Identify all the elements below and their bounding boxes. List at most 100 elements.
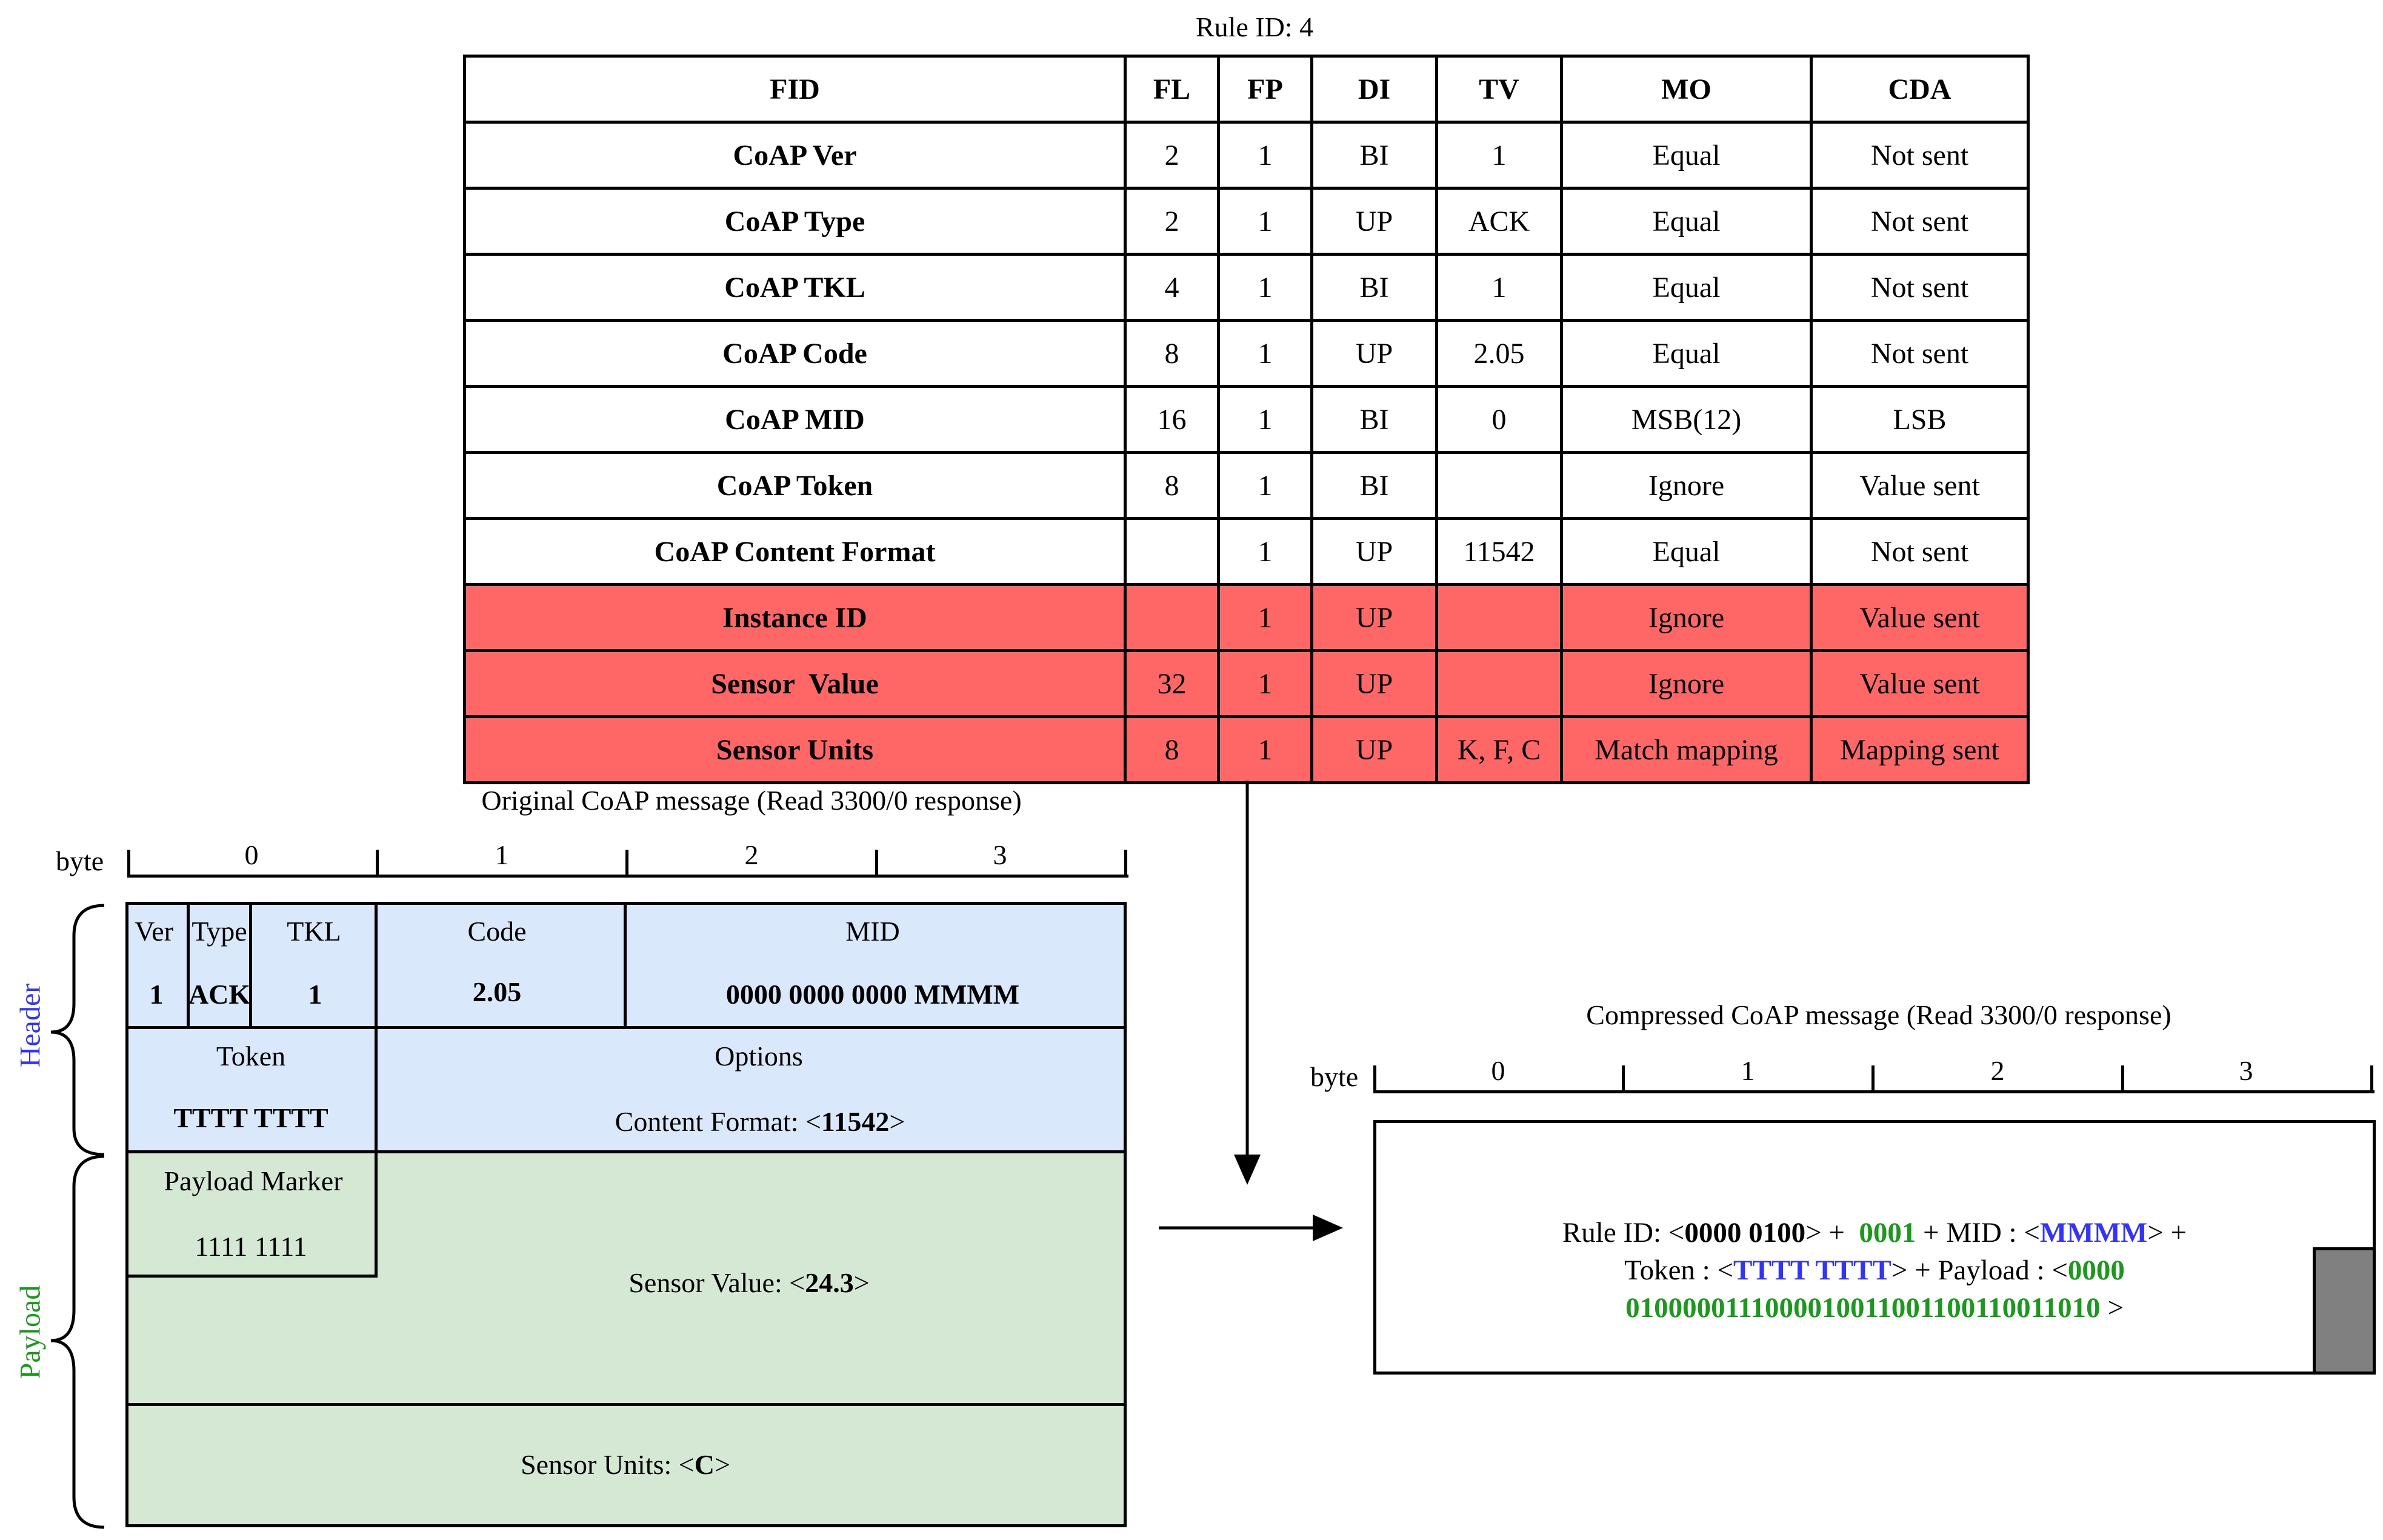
tkl-label: TKL [287,916,341,947]
header-brace [50,904,105,1156]
cell-fid: Sensor Units [463,715,1127,784]
cell-di: BI [1310,385,1438,454]
cell-cda: Not sent [1810,187,2030,256]
table-row-highlighted: Sensor Units 8 1 UP K, F, C Match mappin… [463,715,2030,784]
header-tv: TV [1435,55,1563,124]
token-value: TTTT TTTT [173,1102,328,1133]
cell-cda: Value sent [1810,451,2030,520]
ver-field [125,902,190,1029]
payload-marker-label: Payload Marker [164,1165,343,1196]
code-label: Code [467,916,527,947]
cell-di: BI [1310,451,1438,520]
cell-di: UP [1310,319,1438,388]
compressed-title: Compressed CoAP message (Read 3300/0 res… [1586,999,2171,1030]
compressed-line-3: 0100000111000010011001100110011010 > [1625,1292,2124,1324]
options-label: Options [715,1041,803,1072]
sensor-value: Sensor Value: <24.3> [628,1267,870,1298]
compressed-mid: MMMM [2039,1217,2148,1248]
byte-tick: 1 [495,839,509,870]
down-arrow-head [1234,1155,1261,1185]
type-value: ACK [188,979,251,1010]
cell-fl [1124,583,1220,652]
cell-fid: Sensor Value [463,649,1127,718]
cell-mo: Ignore [1560,451,1813,520]
payload-marker-field [125,1150,378,1278]
cell-di: UP [1310,187,1438,256]
mid-label: MID [845,916,900,947]
table-row: CoAP Token 8 1 BI Ignore Value sent [463,451,2030,520]
cell-tv [1435,451,1563,520]
cell-cda: Mapping sent [1810,715,2030,784]
token-label: Token [216,1041,286,1072]
ver-label: Ver [135,916,173,947]
cell-cda: Not sent [1810,319,2030,388]
content-format: Content Format: <11542> [615,1106,905,1137]
byte-tick: 3 [2239,1055,2253,1086]
header-mo: MO [1560,55,1813,124]
byte-tick: 2 [1990,1055,2005,1086]
header-side-label: Header [14,983,47,1068]
payload-side-label: Payload [14,1285,47,1379]
compressed-line-2: Token : <TTTT TTTT> + Payload : <0000 [1624,1255,2125,1286]
cell-mo: MSB(12) [1560,385,1813,454]
table-row-highlighted: Instance ID 1 UP Ignore Value sent [463,583,2030,652]
cell-fl: 4 [1124,253,1220,322]
cell-mo: Equal [1560,517,1813,586]
cell-cda: Value sent [1810,649,2030,718]
compressed-payload-bits-1: 0000 [2067,1255,2125,1286]
code-value: 2.05 [472,976,522,1007]
tkl-field [249,902,378,1029]
table-row: CoAP Code 8 1 UP 2.05 Equal Not sent [463,319,2030,388]
table-row: CoAP MID 16 1 BI 0 MSB(12) LSB [463,385,2030,454]
cell-fid: CoAP Code [463,319,1127,388]
table-row: CoAP Ver 2 1 BI 1 Equal Not sent [463,121,2030,190]
compressed-byte-scale: 0 1 2 3 [1373,1055,2375,1093]
cell-mo: Match mapping [1560,715,1813,784]
cell-fl: 2 [1124,121,1220,190]
cell-mo: Ignore [1560,649,1813,718]
sensor-units-value: C [694,1449,715,1480]
original-byte-label: byte [56,845,104,876]
cell-fp: 1 [1217,121,1313,190]
cell-fp: 1 [1217,385,1313,454]
cell-mo: Equal [1560,187,1813,256]
rule-table: FID FL FP DI TV MO CDA CoAP Ver 2 1 BI 1… [463,55,2030,784]
tkl-value: 1 [308,979,322,1010]
cell-tv: K, F, C [1435,715,1563,784]
cell-tv: 1 [1435,121,1563,190]
payload-marker-value: 1111 1111 [195,1231,307,1262]
cell-fid: CoAP TKL [463,253,1127,322]
cell-fp: 1 [1217,253,1313,322]
cell-di: UP [1310,649,1438,718]
payload-brace [50,1155,105,1529]
byte-tick: 3 [993,839,1007,870]
cell-fp: 1 [1217,451,1313,520]
compressed-byte-label: byte [1310,1061,1359,1092]
header-fp: FP [1217,55,1313,124]
cell-fl [1124,517,1220,586]
table-row: CoAP TKL 4 1 BI 1 Equal Not sent [463,253,2030,322]
header-cda: CDA [1810,55,2030,124]
cell-fl: 8 [1124,715,1220,784]
cell-cda: Not sent [1810,517,2030,586]
padding-block [2313,1247,2376,1375]
cell-di: BI [1310,253,1438,322]
code-field [375,902,627,1029]
compressed-content: Rule ID: <0000 0100> + 0001 + MID : <MMM… [1376,1214,2373,1327]
byte-tick: 0 [1491,1055,1505,1086]
header-fid: FID [463,55,1127,124]
table-row: CoAP Content Format 1 UP 11542 Equal Not… [463,517,2030,586]
byte-tick: 0 [244,839,259,870]
byte-tick: 1 [1741,1055,1755,1086]
cell-fid: CoAP MID [463,385,1127,454]
header-di: DI [1310,55,1438,124]
cell-mo: Ignore [1560,583,1813,652]
sensor-value-number: 24.3 [805,1267,854,1298]
cell-tv [1435,649,1563,718]
cell-cda: LSB [1810,385,2030,454]
byte-tick: 2 [744,839,759,870]
cell-tv: 11542 [1435,517,1563,586]
cell-mo: Equal [1560,253,1813,322]
mid-value: 0000 0000 0000 MMMM [725,979,1020,1010]
